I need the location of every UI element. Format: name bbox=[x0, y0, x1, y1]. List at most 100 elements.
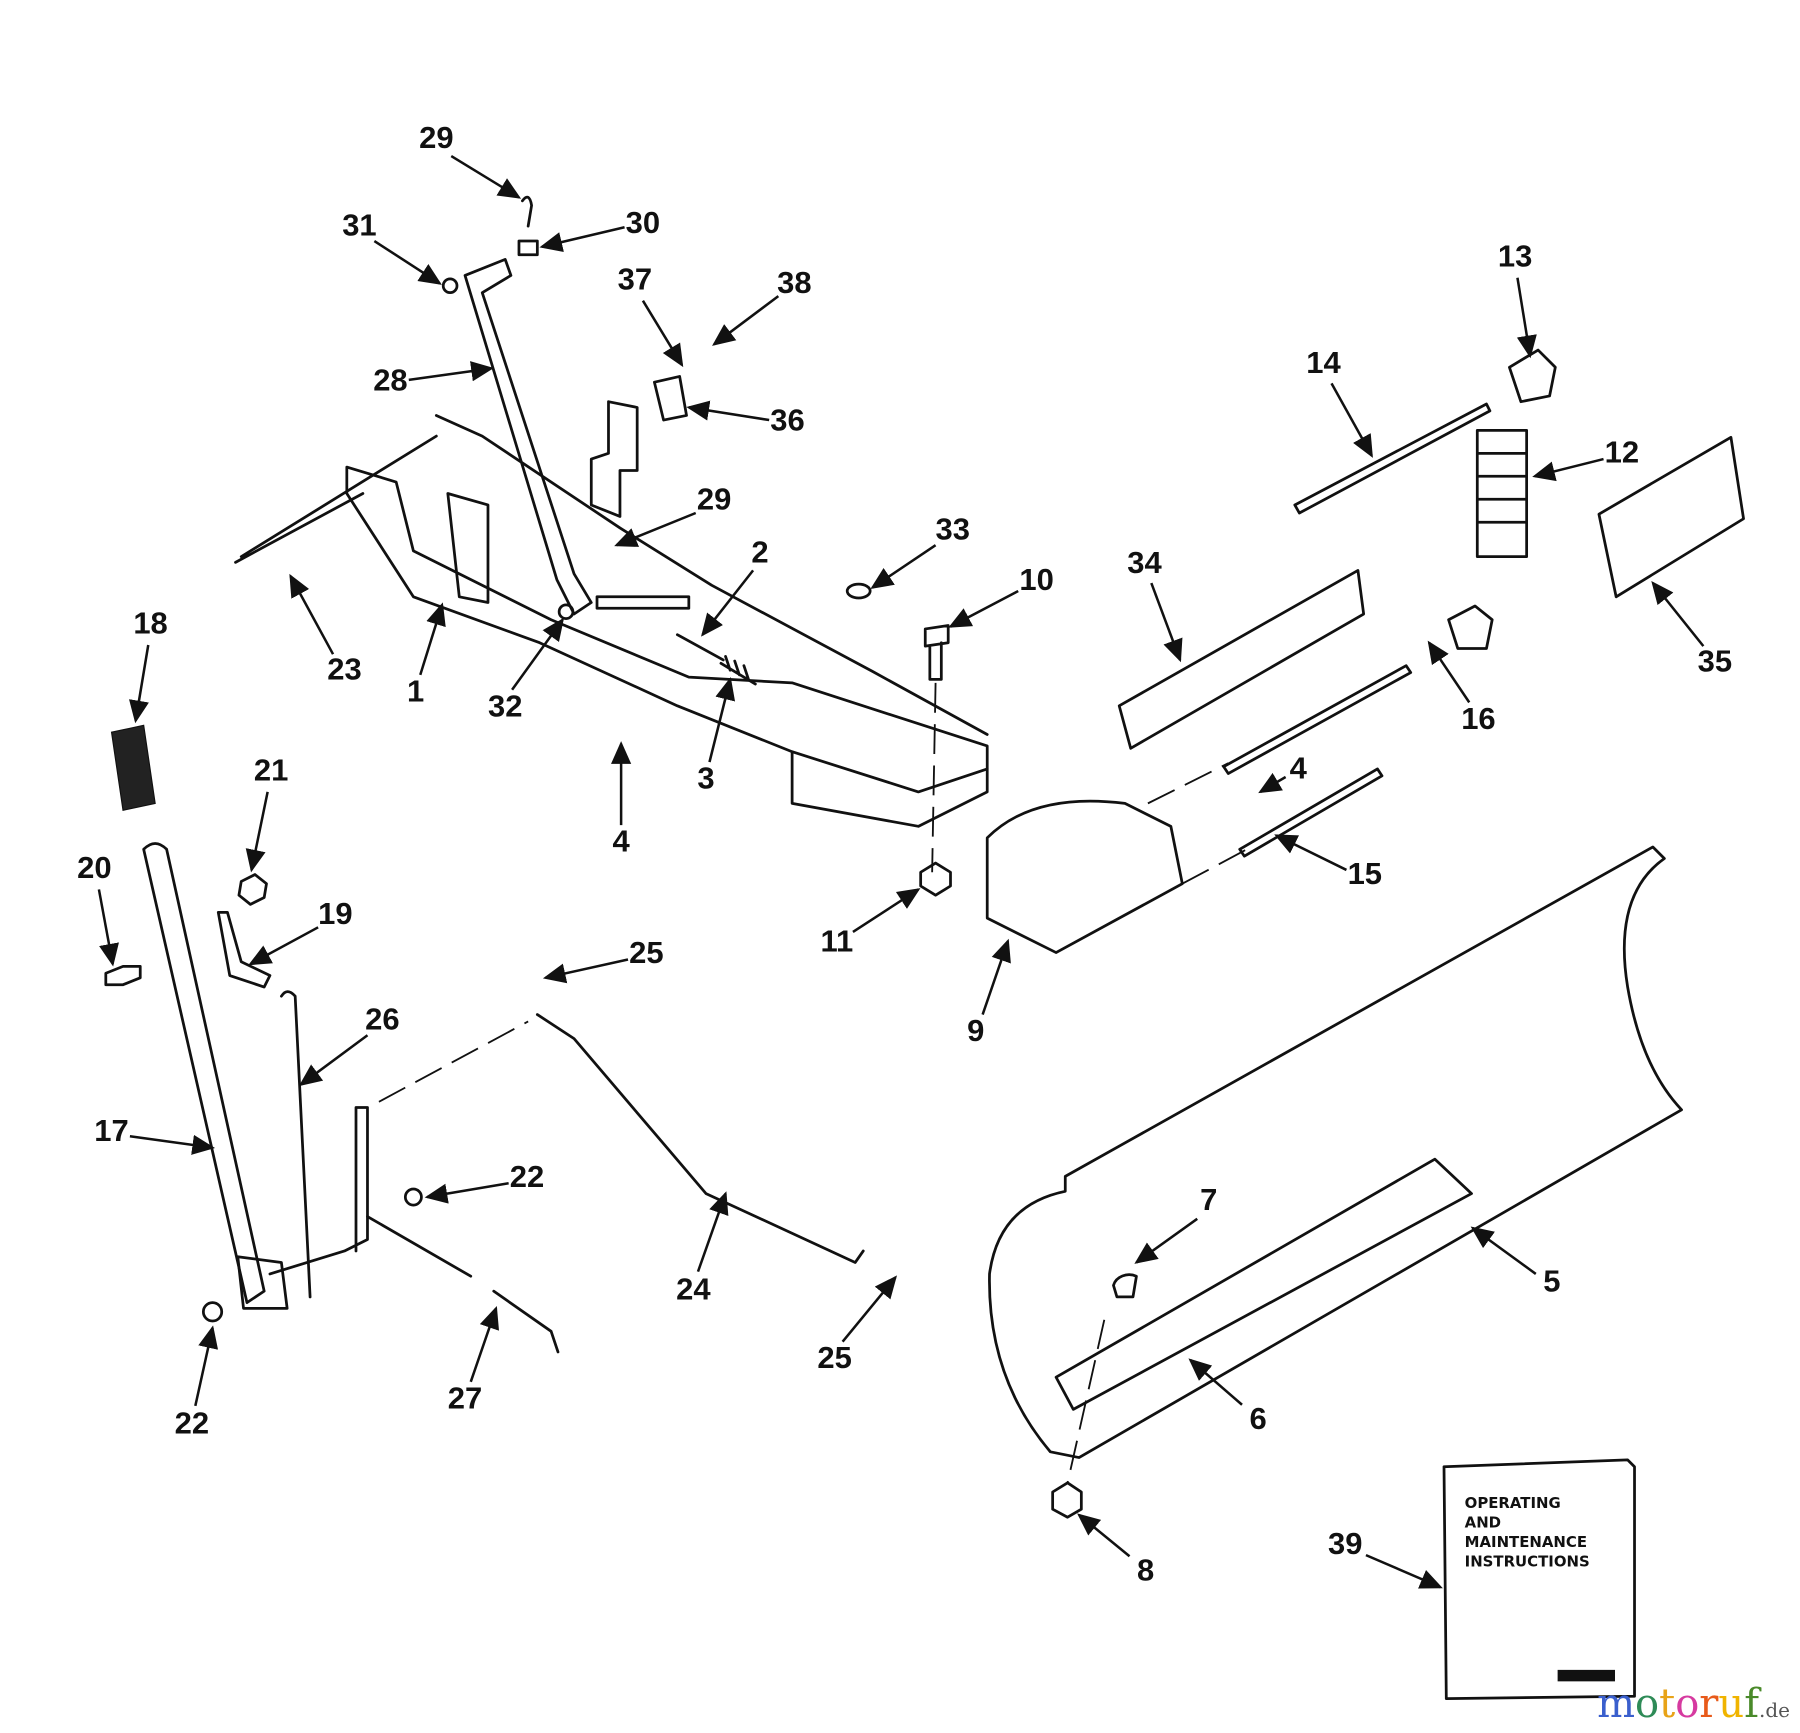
watermark-letter: f bbox=[1744, 1681, 1759, 1727]
leader-arrow bbox=[696, 1191, 729, 1273]
rod-27 bbox=[366, 1215, 560, 1354]
bracket-19 bbox=[216, 911, 272, 989]
leader-arrow bbox=[1258, 772, 1287, 794]
callout-21: 21 bbox=[254, 753, 288, 788]
watermark-tld: .de bbox=[1759, 1698, 1790, 1722]
callout-18: 18 bbox=[133, 606, 167, 641]
handle-bracket bbox=[236, 1106, 369, 1310]
lift-lever bbox=[463, 257, 593, 616]
callout-31: 31 bbox=[342, 207, 376, 242]
plow-blade bbox=[988, 845, 1683, 1459]
callout-23: 23 bbox=[327, 652, 361, 687]
leader-arrow bbox=[712, 295, 780, 346]
spring-3 bbox=[719, 655, 757, 686]
callout-34: 34 bbox=[1127, 545, 1162, 580]
swivel-13 bbox=[1508, 348, 1557, 404]
bolt-7 bbox=[1112, 1273, 1138, 1299]
callout-9: 9 bbox=[967, 1013, 984, 1048]
leader-lines bbox=[97, 155, 1705, 1589]
manual-line: INSTRUCTIONS bbox=[1465, 1553, 1590, 1571]
leader-arrow bbox=[419, 602, 446, 676]
callout-16: 16 bbox=[1461, 701, 1495, 736]
callout-30: 30 bbox=[626, 205, 660, 240]
a-frame-hitch bbox=[234, 400, 989, 828]
leader-arrow bbox=[194, 1325, 219, 1407]
leader-arrow bbox=[245, 791, 269, 873]
swivel-lower bbox=[1447, 604, 1494, 650]
callout-5: 5 bbox=[1543, 1263, 1560, 1298]
callout-22: 22 bbox=[175, 1406, 209, 1441]
callout-28: 28 bbox=[373, 362, 407, 397]
leader-arrow bbox=[511, 617, 565, 691]
leader-arrow bbox=[1077, 1513, 1131, 1558]
leader-arrow bbox=[450, 155, 522, 199]
watermark-letter: m bbox=[1597, 1681, 1636, 1727]
callout-19: 19 bbox=[318, 896, 352, 931]
nut-31 bbox=[441, 277, 459, 295]
leader-arrow bbox=[641, 300, 684, 368]
cutting-edge-6 bbox=[1054, 1157, 1473, 1411]
handle-17 bbox=[142, 842, 266, 1304]
manual-line: OPERATING bbox=[1465, 1494, 1561, 1512]
leader-arrow bbox=[686, 400, 770, 422]
callout-10: 10 bbox=[1019, 562, 1053, 597]
hair-pin-29 bbox=[521, 195, 533, 228]
callout-17: 17 bbox=[94, 1113, 128, 1148]
leader-arrow bbox=[1188, 1358, 1243, 1406]
leader-arrow bbox=[408, 361, 494, 382]
callout-8: 8 bbox=[1137, 1553, 1154, 1588]
operating-manual: OPERATING AND MAINTENANCE INSTRUCTIONS bbox=[1442, 1458, 1636, 1700]
watermark-letter: o bbox=[1675, 1681, 1700, 1727]
spring-12 bbox=[1475, 429, 1529, 559]
callout-20: 20 bbox=[77, 850, 111, 885]
leader-arrow bbox=[841, 1275, 898, 1343]
manual-line: AND bbox=[1465, 1514, 1501, 1532]
callout-3: 3 bbox=[697, 761, 714, 796]
leader-arrow bbox=[1330, 382, 1373, 458]
rod-24 bbox=[535, 1013, 865, 1264]
bolt-20 bbox=[104, 964, 142, 987]
callout-36: 36 bbox=[770, 403, 804, 438]
callout-24: 24 bbox=[676, 1271, 711, 1306]
callout-4: 4 bbox=[612, 824, 630, 859]
callout-38: 38 bbox=[777, 265, 811, 300]
leader-arrow bbox=[701, 569, 755, 637]
callout-29: 29 bbox=[419, 120, 453, 155]
leader-arrow bbox=[1274, 834, 1348, 872]
watermark-letter: t bbox=[1659, 1681, 1676, 1727]
callout-11: 11 bbox=[821, 924, 854, 959]
handle-grip-18 bbox=[110, 724, 156, 811]
callout-25: 25 bbox=[629, 935, 663, 970]
leader-arrow bbox=[852, 888, 921, 933]
leader-arrow bbox=[289, 573, 335, 655]
pivot-bracket bbox=[985, 799, 1184, 954]
leader-arrow bbox=[1532, 457, 1604, 482]
pin-2 bbox=[675, 633, 725, 662]
callout-13: 13 bbox=[1498, 238, 1532, 273]
callout-2: 2 bbox=[751, 535, 768, 570]
callout-39: 39 bbox=[1328, 1526, 1362, 1561]
watermark-brand: motoruf bbox=[1597, 1681, 1759, 1727]
callout-29: 29 bbox=[697, 482, 731, 517]
watermark-logo: motoruf.de bbox=[1597, 1681, 1790, 1727]
leader-arrow bbox=[469, 1305, 500, 1383]
nut-21 bbox=[237, 873, 268, 906]
washer-22b bbox=[201, 1301, 224, 1323]
callout-6: 6 bbox=[1249, 1401, 1266, 1436]
pin-30 bbox=[517, 239, 539, 257]
leader-arrow bbox=[424, 1182, 509, 1204]
callout-32: 32 bbox=[488, 688, 522, 723]
nut-11 bbox=[919, 861, 952, 897]
callout-7: 7 bbox=[1200, 1182, 1217, 1217]
callout-27: 27 bbox=[448, 1380, 482, 1415]
leader-arrow bbox=[1150, 582, 1183, 663]
leader-arrow bbox=[97, 889, 119, 967]
decal-35 bbox=[1597, 435, 1745, 599]
washer-22 bbox=[403, 1187, 423, 1207]
leader-arrow bbox=[948, 589, 1019, 628]
callout-25: 25 bbox=[817, 1340, 851, 1375]
leader-arrow bbox=[129, 1134, 216, 1155]
callout-26: 26 bbox=[365, 1002, 399, 1037]
